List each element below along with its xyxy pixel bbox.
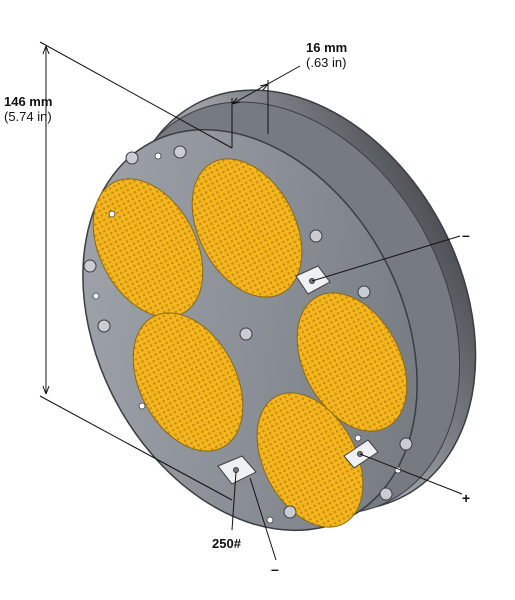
heating-element [191, 158, 303, 298]
heating-element [256, 392, 364, 528]
bolt-icon [283, 505, 297, 519]
positive-terminal-sign: + [462, 490, 470, 506]
negative-terminal-bottom-sign: – [271, 561, 279, 577]
bolt-icon [173, 145, 187, 159]
bolt-icon [357, 285, 371, 299]
bolt-icon [239, 327, 253, 341]
heater-housing [82, 89, 477, 532]
bolt-icon [125, 151, 139, 165]
heating-element [92, 178, 204, 318]
bolt-icon [379, 487, 393, 501]
heating-element [132, 312, 244, 452]
height-dimension-label: 146 mm [4, 94, 52, 109]
bolts [83, 145, 413, 519]
thickness-dimension-alt: (.63 in) [306, 55, 346, 70]
heating-elements [92, 158, 408, 528]
part-label: 250# [212, 536, 242, 551]
thickness-dimension-label: 16 mm [306, 40, 347, 55]
bolt-icon [97, 319, 111, 333]
height-dimension-alt: (5.74 in) [4, 109, 52, 124]
heating-element [296, 292, 408, 432]
negative-terminal-top-sign: – [462, 227, 470, 243]
bolt-icon [309, 229, 323, 243]
bolt-icon [399, 437, 413, 451]
bolt-icon [83, 259, 97, 273]
dimension-lines [39, 41, 463, 561]
